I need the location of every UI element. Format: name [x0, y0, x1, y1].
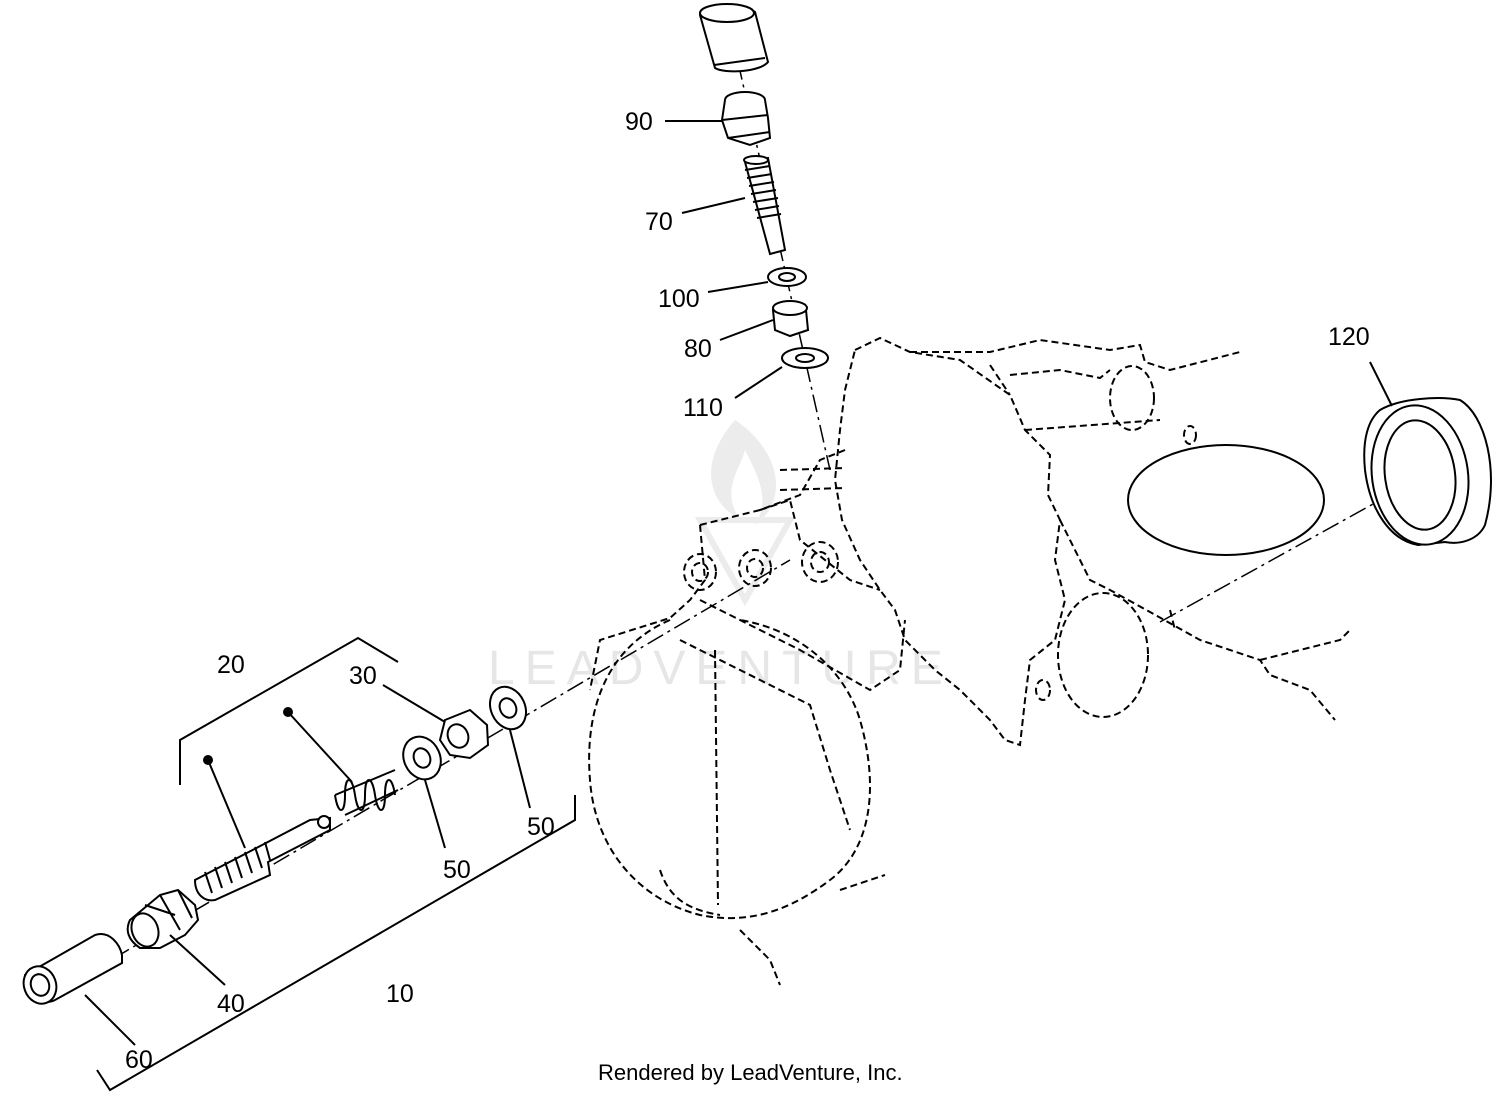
part-120-oil-seal	[1363, 397, 1492, 547]
part-50-washer-left	[402, 735, 442, 781]
part-90-hex-nut	[720, 91, 772, 147]
leader-lines	[84, 120, 1393, 1046]
engine-housing	[588, 336, 1351, 986]
callout-50-left: 50	[443, 856, 471, 884]
relief-valve-assembly	[22, 685, 527, 1005]
callout-70: 70	[645, 208, 673, 236]
top-cap	[698, 3, 770, 73]
part-30-nut	[438, 708, 490, 760]
callout-90: 90	[625, 108, 653, 136]
vertical-valve-assembly	[698, 3, 829, 369]
part-100-washer	[767, 267, 807, 287]
callout-40: 40	[217, 990, 245, 1018]
callout-80: 80	[684, 335, 712, 363]
part-110-washer	[781, 347, 829, 369]
callout-120: 120	[1328, 323, 1370, 351]
part-60-sleeve	[22, 933, 123, 1005]
callout-10: 10	[386, 980, 414, 1008]
bracket-10	[96, 795, 576, 1092]
spring	[334, 769, 399, 816]
callout-20: 20	[217, 651, 245, 679]
valve-stem	[193, 815, 331, 902]
callout-50-right: 50	[527, 813, 555, 841]
bracket-20	[179, 636, 399, 785]
callout-110: 110	[683, 394, 723, 422]
callout-60: 60	[125, 1046, 153, 1074]
watermark: LEADVENTURE	[488, 420, 953, 695]
part-40-hex-nut	[126, 888, 200, 949]
brackets	[96, 636, 576, 1092]
part-80-collar	[771, 300, 810, 338]
callout-100: 100	[658, 285, 700, 313]
part-50-washer-right	[489, 685, 527, 731]
watermark-text: LEADVENTURE	[488, 642, 953, 695]
callout-labels: 90 70 100 80 110 120 20 30 50 50 40 10 6…	[125, 108, 1370, 1074]
footer-credit: Rendered by LeadVenture, Inc.	[598, 1060, 903, 1085]
callout-30: 30	[349, 662, 377, 690]
part-70-threaded-stem	[743, 155, 787, 256]
